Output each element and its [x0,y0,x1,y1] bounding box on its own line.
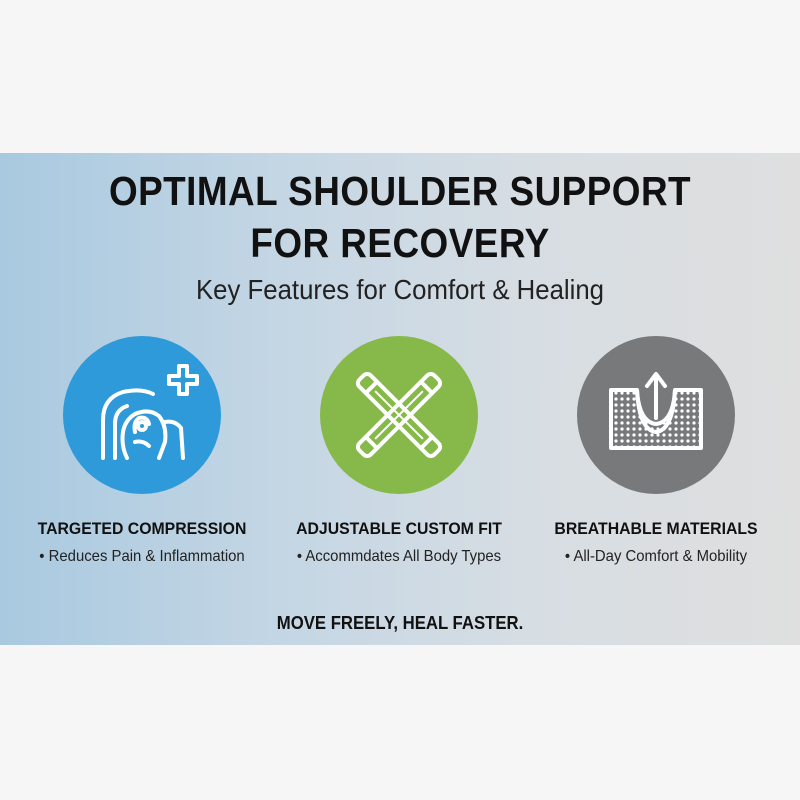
compression-icon-circle [63,336,221,494]
feature-bullet-custom-fit: • Accommdates All Body Types [296,548,502,565]
breathable-fabric-icon [609,372,703,450]
breathable-icon-circle [577,336,735,494]
feature-bullet-compression: • Reduces Pain & Inflammation [39,548,245,565]
feature-title-custom-fit: ADJUSTABLE CUSTOM FIT [296,519,502,538]
custom-fit-icon-circle [320,336,478,494]
feature-title-compression: TARGETED COMPRESSION [37,519,247,538]
page-title-line-2: FOR RECOVERY [250,220,550,266]
feature-title-breathable: BREATHABLE MATERIALS [554,519,758,538]
page-subtitle: Key Features for Comfort & Healing [195,274,605,305]
tagline: MOVE FREELY, HEAL FASTER. [276,613,524,633]
feature-bullet-breathable: • All-Day Comfort & Mobility [564,548,748,565]
shoulder-plus-icon [101,364,199,460]
crossed-straps-icon [355,371,443,459]
page-title-line-1: OPTIMAL SHOULDER SUPPORT [108,168,692,214]
